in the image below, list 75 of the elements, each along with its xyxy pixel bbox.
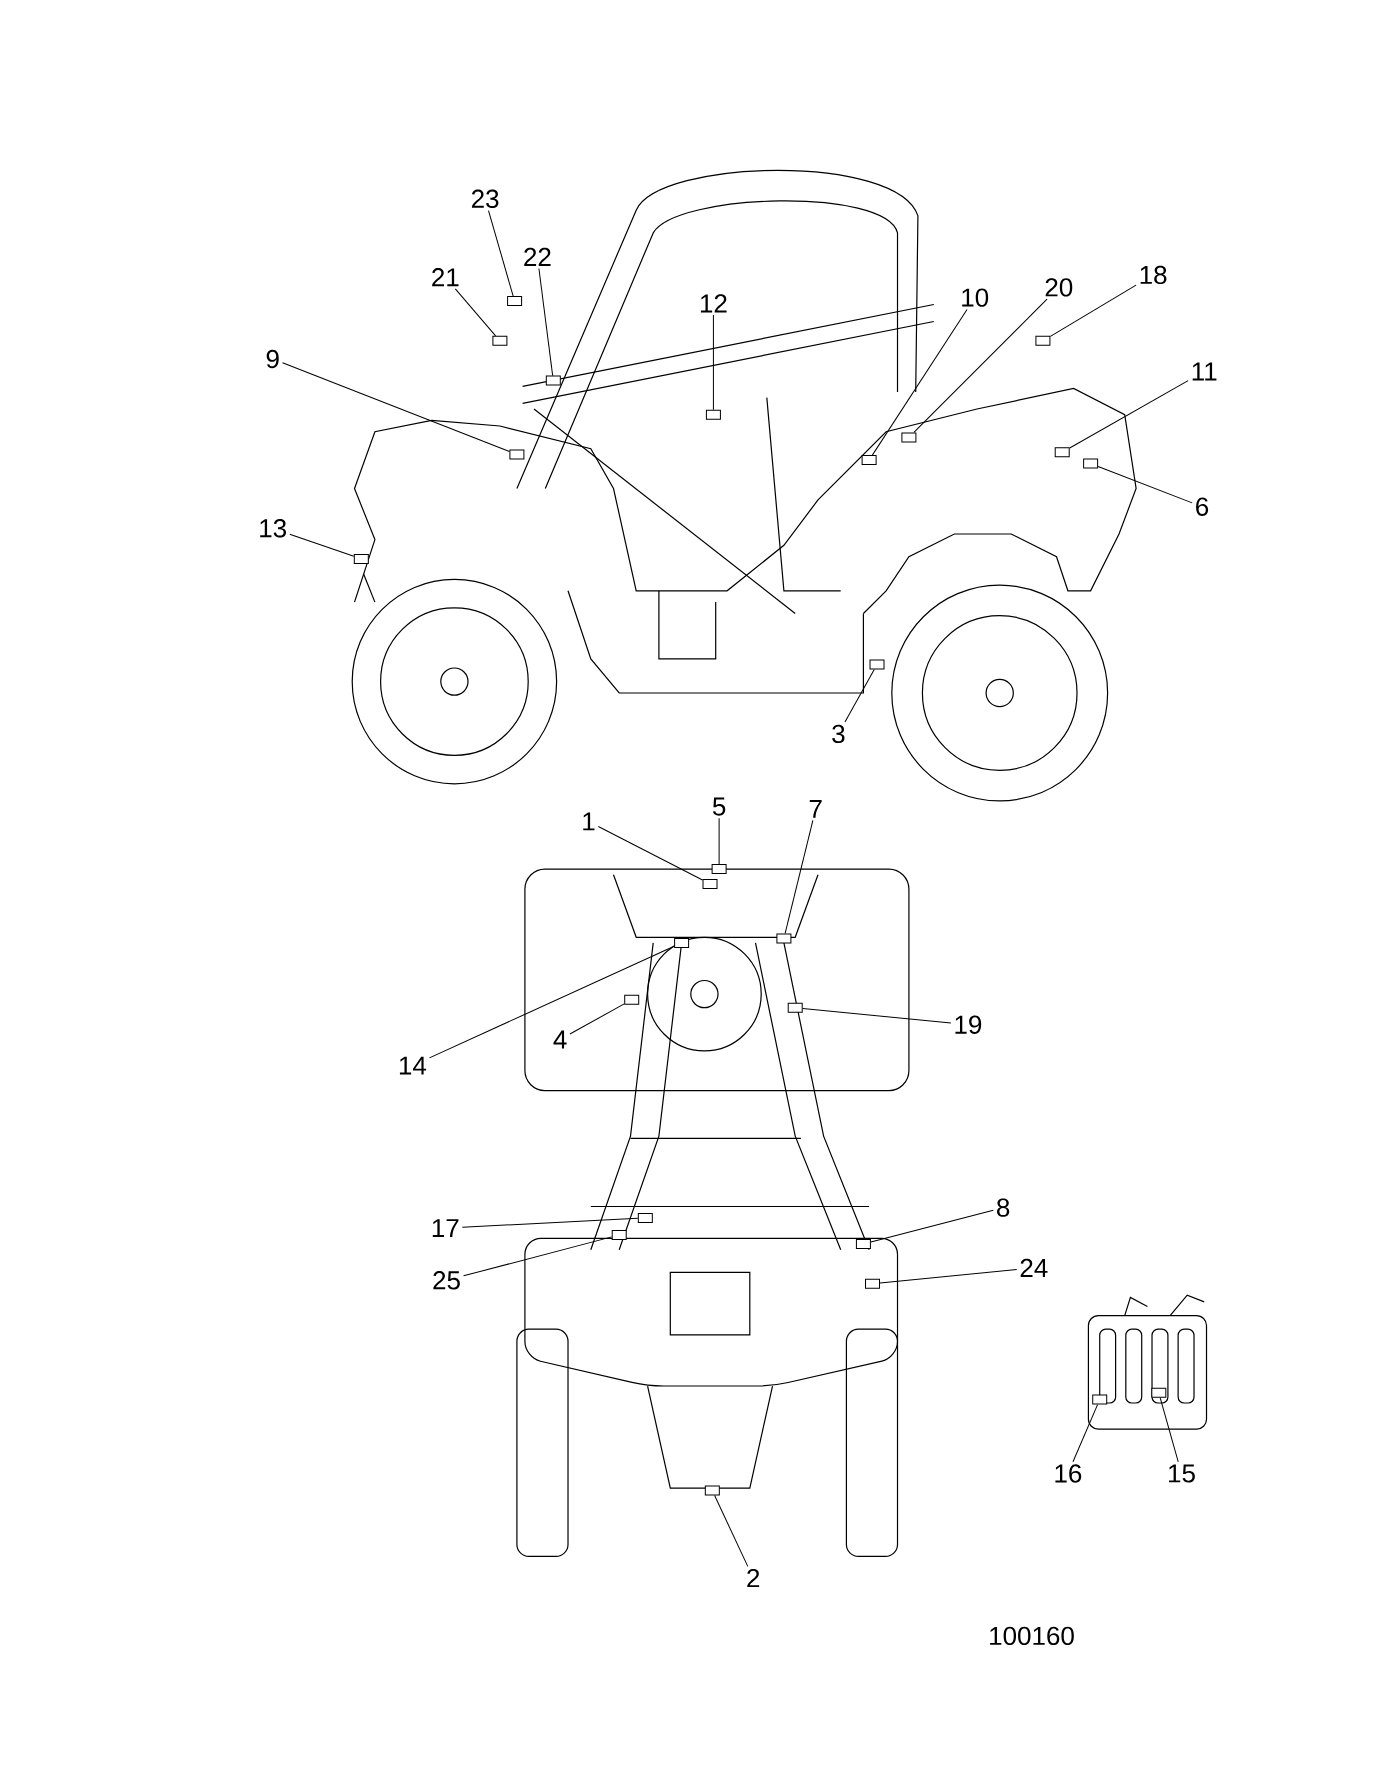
callout-number: 18 bbox=[1140, 265, 1167, 285]
decal bbox=[705, 409, 721, 420]
decal bbox=[1035, 335, 1051, 346]
decal bbox=[1151, 1387, 1167, 1398]
decal bbox=[1083, 458, 1099, 469]
callout-number: 10 bbox=[962, 288, 989, 307]
leader-line bbox=[913, 298, 1048, 433]
decal bbox=[787, 1002, 803, 1013]
leader-line bbox=[712, 314, 714, 411]
leader-line bbox=[879, 1269, 1018, 1284]
callout-number: 25 bbox=[433, 1271, 460, 1290]
leader-line bbox=[802, 1007, 952, 1024]
decal bbox=[1054, 447, 1070, 458]
drawing-number: 100160 bbox=[990, 1626, 1074, 1646]
callout-number: 9 bbox=[266, 349, 279, 369]
leader-line bbox=[428, 945, 675, 1059]
leader-line bbox=[1069, 380, 1189, 449]
leader-line bbox=[844, 669, 875, 723]
leader-line bbox=[597, 825, 703, 881]
callout-number: 14 bbox=[399, 1056, 427, 1075]
decal bbox=[509, 449, 525, 460]
decal bbox=[353, 553, 369, 564]
leader-line bbox=[488, 210, 514, 297]
callout-number: 21 bbox=[432, 268, 459, 287]
leader-line bbox=[784, 819, 814, 934]
decal bbox=[492, 335, 508, 346]
leader-line bbox=[1049, 284, 1137, 337]
callout-number: 22 bbox=[524, 247, 551, 266]
callout-number: 13 bbox=[260, 519, 286, 538]
decal bbox=[1092, 1394, 1108, 1405]
callout-number: 17 bbox=[432, 1219, 459, 1238]
leader-line bbox=[569, 1003, 625, 1035]
leader-line bbox=[718, 817, 720, 865]
leader-line bbox=[870, 1209, 994, 1243]
callout-number: 16 bbox=[1055, 1464, 1082, 1483]
leader-line bbox=[463, 1236, 613, 1277]
decal bbox=[704, 1485, 720, 1496]
decal bbox=[855, 1239, 871, 1249]
decal bbox=[861, 455, 877, 466]
callout-number: 19 bbox=[955, 1015, 982, 1034]
callout-number: 20 bbox=[1045, 278, 1073, 297]
callout-number: 15 bbox=[1169, 1464, 1195, 1483]
leader-line bbox=[461, 1217, 639, 1228]
leader-line bbox=[871, 308, 968, 456]
leader-line bbox=[714, 1495, 749, 1567]
leader-line bbox=[538, 268, 554, 377]
callout-number: 6 bbox=[1196, 497, 1209, 516]
callout-number: 23 bbox=[471, 189, 499, 208]
callout-number: 4 bbox=[553, 1030, 567, 1049]
leader-line bbox=[289, 533, 355, 557]
callout-number: 12 bbox=[700, 294, 727, 313]
callout-number: 1 bbox=[583, 812, 595, 831]
callout-number: 3 bbox=[832, 724, 845, 744]
callout-number: 7 bbox=[809, 799, 822, 818]
callout-number: 5 bbox=[712, 797, 726, 816]
decal bbox=[901, 432, 917, 443]
callout-number: 2 bbox=[747, 1568, 760, 1588]
decal bbox=[865, 1278, 880, 1289]
leader-line bbox=[1072, 1404, 1099, 1463]
decal bbox=[624, 994, 640, 1005]
leader-line bbox=[282, 362, 510, 452]
decal bbox=[776, 933, 792, 944]
callout-number: 24 bbox=[1020, 1258, 1048, 1277]
leader-line bbox=[1097, 465, 1193, 504]
decal bbox=[702, 878, 718, 889]
decal bbox=[711, 864, 727, 875]
decal bbox=[507, 296, 523, 307]
callout-number: 11 bbox=[1192, 362, 1217, 381]
decal bbox=[674, 937, 690, 948]
decal bbox=[869, 659, 885, 670]
leader-line bbox=[454, 288, 497, 337]
decal bbox=[611, 1229, 627, 1240]
decal bbox=[545, 375, 561, 386]
decal bbox=[637, 1212, 653, 1223]
callout-number: 8 bbox=[997, 1198, 1010, 1217]
